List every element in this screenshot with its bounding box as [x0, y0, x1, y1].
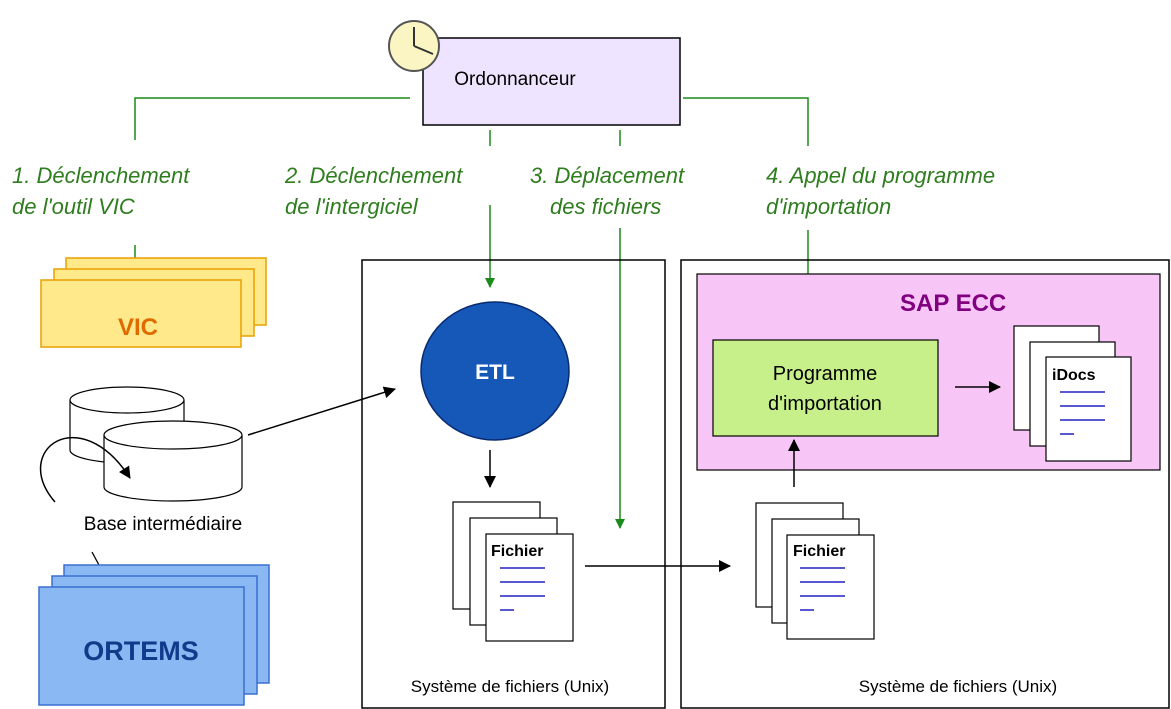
connector-import — [683, 97, 809, 146]
idocs-label: iDocs — [1052, 367, 1096, 384]
database-label: Base intermédiaire — [84, 514, 242, 535]
etl-label: ETL — [475, 361, 515, 384]
filesystem-right-label: Système de fichiers (Unix) — [859, 677, 1057, 696]
step-3-line1: 3. Déplacement — [530, 163, 685, 188]
connector-vic — [134, 97, 410, 140]
vic-stack: VIC — [40, 257, 267, 348]
scheduler-label: Ordonnanceur — [454, 69, 576, 90]
sap-ecc-title: SAP ECC — [900, 290, 1006, 317]
import-program-line1: Programme — [773, 363, 877, 385]
filesystem-left-label: Système de fichiers (Unix) — [411, 677, 609, 696]
file-right-label: Fichier — [793, 543, 845, 560]
step-labels: 1. Déclenchement de l'outil VIC 2. Décle… — [12, 163, 995, 219]
clock-icon — [388, 20, 440, 72]
database-cylinders — [69, 386, 243, 502]
step-4-line1: 4. Appel du programme — [766, 163, 995, 188]
etl-node: ETL — [420, 301, 570, 441]
ortems-label: ORTEMS — [83, 636, 199, 666]
ortems-stack: ORTEMS — [38, 564, 270, 706]
import-program-line2: d'importation — [768, 393, 882, 415]
step-2-line2: de l'intergiciel — [285, 194, 419, 219]
vic-label: VIC — [118, 314, 158, 341]
filesystem-right-frame — [680, 259, 1170, 709]
arrow-db-to-etl — [247, 386, 396, 436]
step-4-line2: d'importation — [766, 194, 891, 219]
scheduler-node: Ordonnanceur — [422, 37, 681, 126]
step-2-line1: 2. Déclenchement — [284, 163, 463, 188]
step-1-line2: de l'outil VIC — [12, 194, 135, 219]
file-stack-right: Fichier — [755, 502, 875, 640]
file-stack-left: Fichier — [452, 501, 574, 642]
import-program-node: Programme d'importation — [712, 339, 939, 437]
step-1-line1: 1. Déclenchement — [12, 163, 190, 188]
filesystem-left-frame — [361, 259, 666, 709]
database-loop-arrow — [39, 436, 131, 503]
file-left-label: Fichier — [491, 543, 543, 560]
step-3-line2: des fichiers — [550, 194, 661, 219]
idocs-stack: iDocs — [1013, 325, 1132, 462]
